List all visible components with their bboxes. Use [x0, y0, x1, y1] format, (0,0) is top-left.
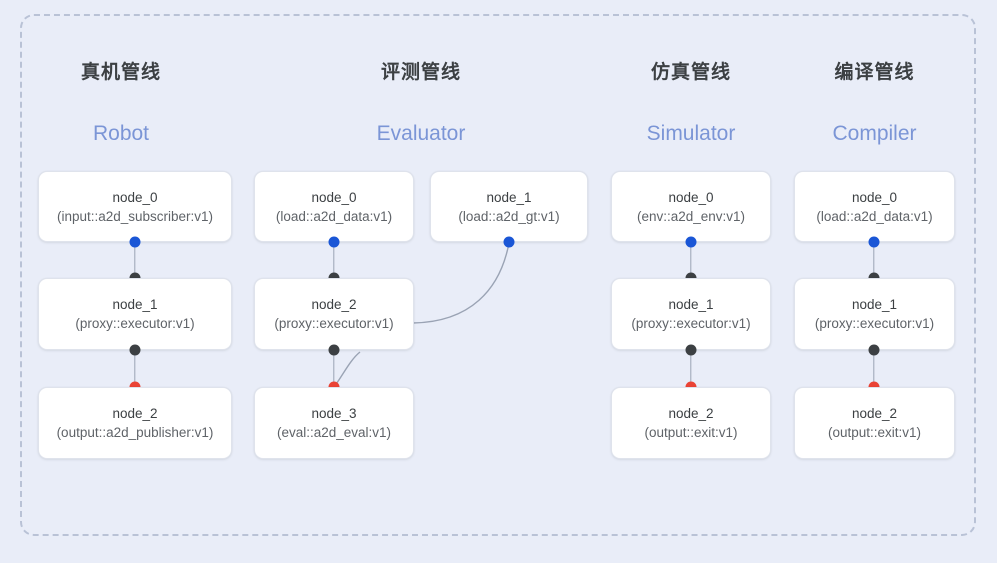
node-simulator-1[interactable]: node_1 (proxy::executor:v1) [611, 278, 771, 350]
column-subtitle-evaluator: Evaluator [376, 122, 466, 145]
node-compiler-0-spec: (load::a2d_data:v1) [816, 208, 933, 224]
node-robot-1-name: node_1 [112, 297, 158, 312]
node-robot-0[interactable]: node_0 (input::a2d_subscriber:v1) [38, 171, 232, 242]
node-evaluator-0[interactable]: node_0 (load::a2d_data:v1) [254, 171, 414, 242]
column-subheader-compiler: Compiler [794, 122, 955, 146]
node-robot-1[interactable]: node_1 (proxy::executor:v1) [38, 278, 232, 350]
edge-evaluator-0-2 [333, 242, 335, 278]
node-compiler-2-name: node_2 [851, 406, 898, 421]
edge-simulator-1-2 [690, 350, 692, 387]
node-evaluator-1[interactable]: node_1 (load::a2d_gt:v1) [430, 171, 588, 242]
node-simulator-2-spec: (output::exit:v1) [644, 425, 738, 440]
column-header-simulator: 仿真管线 [611, 62, 771, 84]
node-evaluator-1-spec: (load::a2d_gt:v1) [458, 208, 560, 224]
column-header-robot: 真机管线 [38, 62, 204, 84]
node-robot-2-spec: (output::a2d_publisher:v1) [56, 425, 214, 440]
port-evaluator-0-out[interactable] [328, 236, 340, 248]
edge-simulator-0-1 [690, 242, 692, 278]
node-evaluator-2-spec: (proxy::executor:v1) [274, 316, 394, 331]
node-compiler-1[interactable]: node_1 (proxy::executor:v1) [794, 278, 955, 350]
node-evaluator-0-name: node_0 [311, 189, 357, 205]
column-subheader-simulator: Simulator [611, 122, 771, 146]
column-subheader-robot: Robot [38, 122, 204, 146]
node-simulator-1-name: node_1 [668, 297, 714, 312]
column-title-compiler: 编译管线 [834, 62, 915, 83]
node-evaluator-3-spec: (eval::a2d_eval:v1) [276, 425, 392, 440]
node-simulator-0[interactable]: node_0 (env::a2d_env:v1) [611, 171, 771, 242]
node-simulator-1-spec: (proxy::executor:v1) [631, 316, 751, 331]
node-evaluator-2-name: node_2 [311, 297, 357, 312]
port-simulator-0-out[interactable] [685, 236, 697, 248]
node-robot-0-spec: (input::a2d_subscriber:v1) [56, 208, 214, 224]
port-compiler-1-out[interactable] [868, 344, 880, 356]
node-simulator-0-spec: (env::a2d_env:v1) [636, 208, 746, 224]
node-robot-1-spec: (proxy::executor:v1) [75, 316, 195, 331]
port-evaluator-2-out[interactable] [328, 344, 340, 356]
node-compiler-0-name: node_0 [851, 189, 898, 205]
port-compiler-0-out[interactable] [868, 236, 880, 248]
edge-robot-0-1 [134, 242, 136, 278]
column-title-simulator: 仿真管线 [650, 62, 731, 83]
node-compiler-0[interactable]: node_0 (load::a2d_data:v1) [794, 171, 955, 242]
diagram-frame [20, 14, 976, 536]
node-simulator-2-name: node_2 [668, 406, 714, 421]
node-evaluator-3[interactable]: node_3 (eval::a2d_eval:v1) [254, 387, 414, 459]
edge-robot-1-2 [134, 350, 136, 387]
node-evaluator-3-name: node_3 [311, 406, 357, 421]
node-evaluator-0-spec: (load::a2d_data:v1) [275, 208, 393, 224]
node-simulator-2[interactable]: node_2 (output::exit:v1) [611, 387, 771, 459]
node-simulator-0-name: node_0 [668, 189, 714, 205]
column-subtitle-robot: Robot [92, 122, 150, 145]
node-compiler-1-spec: (proxy::executor:v1) [814, 316, 935, 331]
column-header-compiler: 编译管线 [794, 62, 955, 84]
node-evaluator-2[interactable]: node_2 (proxy::executor:v1) [254, 278, 414, 350]
port-robot-0-out[interactable] [129, 236, 141, 248]
port-simulator-1-out[interactable] [685, 344, 697, 356]
port-robot-1-out[interactable] [129, 344, 141, 356]
node-compiler-2-spec: (output::exit:v1) [827, 425, 922, 440]
column-subtitle-simulator: Simulator [646, 122, 736, 145]
port-evaluator-1-out[interactable] [503, 236, 515, 248]
node-robot-2[interactable]: node_2 (output::a2d_publisher:v1) [38, 387, 232, 459]
column-subheader-evaluator: Evaluator [348, 122, 494, 146]
edge-compiler-1-2 [873, 350, 875, 387]
column-title-evaluator: 评测管线 [380, 62, 461, 83]
node-robot-0-name: node_0 [112, 189, 158, 205]
column-header-evaluator: 评测管线 [348, 62, 494, 84]
node-compiler-1-name: node_1 [851, 297, 898, 312]
node-evaluator-1-name: node_1 [486, 189, 532, 205]
edge-compiler-0-1 [873, 242, 875, 278]
column-title-robot: 真机管线 [80, 62, 161, 83]
column-subtitle-compiler: Compiler [832, 122, 917, 145]
node-compiler-2[interactable]: node_2 (output::exit:v1) [794, 387, 955, 459]
node-robot-2-name: node_2 [112, 406, 158, 421]
